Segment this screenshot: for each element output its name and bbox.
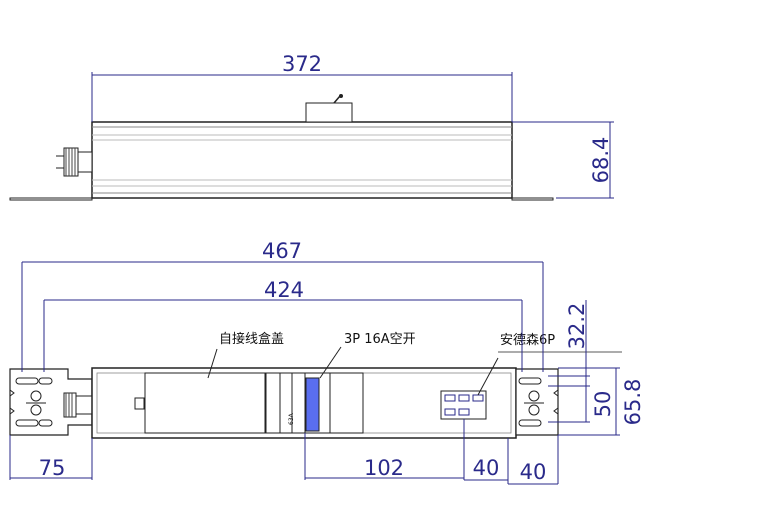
dim-left-offset: 75 [9,435,93,480]
dim-slot-offset-label: 32.2 [565,303,589,350]
label-junction-cover: 自接线盒盖 [219,331,284,347]
dim-body-height: 65.8 [558,367,645,436]
breaker-rating-marking: 63A [288,412,295,425]
right-bracket [515,368,559,436]
dim-breaker-to-socket-label: 102 [364,456,404,480]
dim-total-length: 467 [21,239,544,372]
dim-breaker-to-socket: 102 [304,419,465,480]
dim-slot-pitch-label: 50 [591,391,615,418]
cable-gland-side [56,147,93,177]
dim-slot-pitch: 50 [548,375,615,423]
side-view: 372 68.4 [9,52,614,201]
dim-top-width-label: 372 [282,52,322,76]
side-view-flange-right [511,197,554,201]
breaker-plan: 63A [265,346,364,434]
dim-top-height: 68.4 [512,121,614,199]
cable-gland-plan [63,392,93,418]
side-view-body [91,121,513,199]
dim-total-length-label: 467 [262,239,302,263]
dim-top-height-label: 68.4 [589,137,613,184]
breaker-side [305,94,353,123]
dim-hole-pitch-label: 424 [264,278,304,302]
dim-top-width: 372 [91,52,513,122]
dim-socket-width-label: 40 [473,456,500,480]
label-socket: 安德森6P [500,333,555,348]
dim-hole-pitch: 424 [43,278,523,372]
dim-socket-to-end: 40 [508,435,559,485]
side-view-flange [9,197,93,201]
dim-body-height-label: 65.8 [621,379,645,426]
label-breaker: 3P 16A空开 [344,332,416,347]
dim-socket-width: 40 [464,438,509,484]
anderson-socket [440,357,499,420]
plan-view: 63A 自接线盒盖 3P 16A空开 安德森6P [9,239,645,485]
dim-left-offset-label: 75 [39,456,66,480]
junction-box-cover [134,348,266,434]
left-bracket [9,368,93,436]
dim-socket-to-end-label: 40 [520,460,547,484]
breaker-handle [305,377,320,432]
dim-slot-offset: 32.2 [548,300,590,387]
